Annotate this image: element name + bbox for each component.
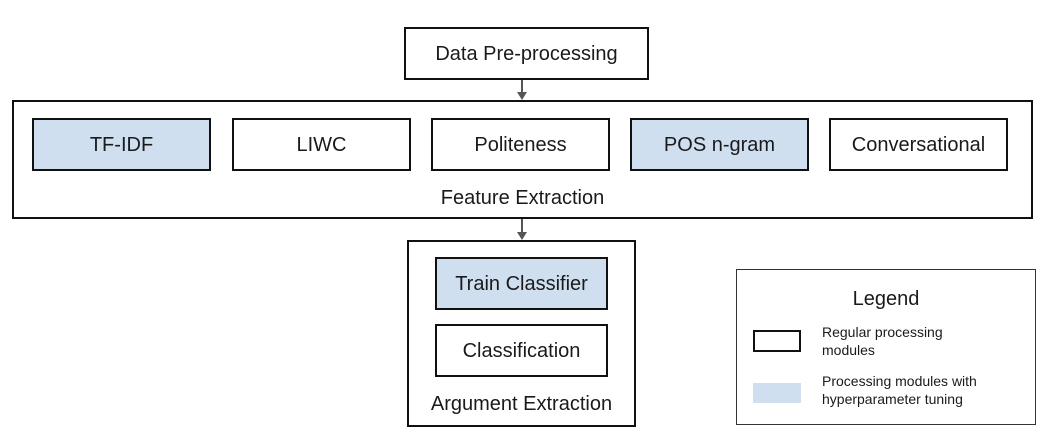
arrow-head-1 [517,92,527,100]
legend-regular-text: Regular processing modules [822,324,943,359]
module-label: LIWC [296,133,347,156]
classification-box: Classification [435,324,608,377]
legend-regular-line1: Regular processing [822,324,943,340]
module-label: Politeness [474,133,567,156]
legend-regular-swatch [753,330,801,352]
module-label: Conversational [851,133,986,156]
module-conversational: Conversational [829,118,1008,171]
legend-tuned-line2: hyperparameter tuning [822,390,963,407]
train-classifier-label: Train Classifier [455,272,588,295]
module-politeness: Politeness [431,118,610,171]
train-classifier-box: Train Classifier [435,257,608,310]
arrow-features-to-arguments [521,219,523,233]
module-liwc: LIWC [232,118,411,171]
legend-tuned-swatch [753,383,801,403]
data-preprocessing-label: Data Pre-processing [435,42,618,65]
legend-tuned-text: Processing modules with hyperparameter t… [822,373,977,408]
arrow-preprocessing-to-features [521,80,523,93]
module-pos-ngram: POS n-gram [630,118,809,171]
legend-regular-line2: modules [822,341,875,358]
module-label: POS n-gram [663,133,776,156]
legend-tuned-line1: Processing modules with [822,373,977,389]
arrow-head-2 [517,232,527,240]
argument-extraction-title: Argument Extraction [430,393,613,415]
data-preprocessing-box: Data Pre-processing [404,27,649,80]
feature-extraction-title: Feature Extraction [440,187,605,209]
module-label: TF-IDF [89,133,154,156]
classification-label: Classification [462,339,581,362]
module-tf-idf: TF-IDF [32,118,211,171]
legend-title: Legend [852,288,920,310]
